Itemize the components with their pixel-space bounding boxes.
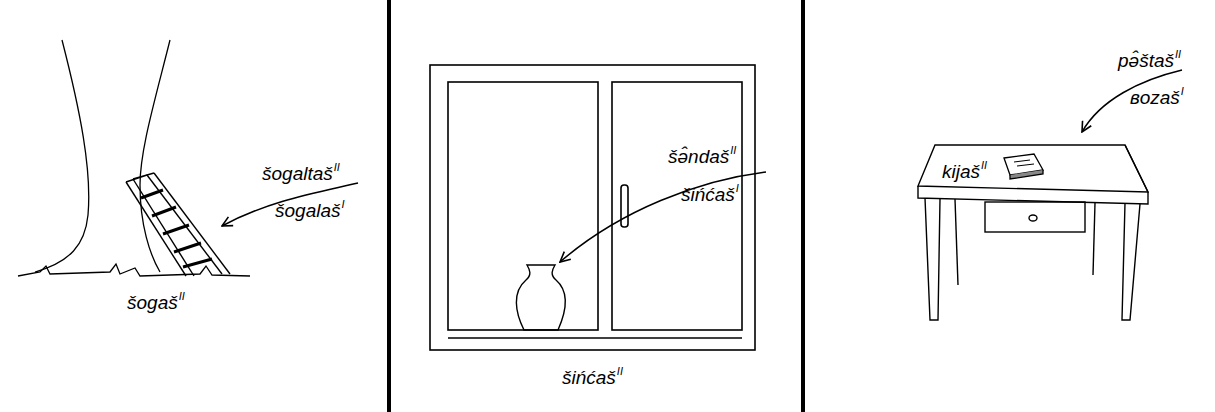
table-leg [925,198,940,320]
window-pane [612,82,742,330]
term-word: kijaš [942,161,980,182]
table-drawing [918,145,1148,320]
class-superscript: II [1175,48,1181,60]
table-leg [1093,203,1095,275]
class-superscript: II [617,365,623,377]
drawer-knob [1029,215,1037,221]
window-frame [430,65,755,350]
window-sill [448,337,742,339]
window-drawing [430,65,755,350]
term-word: šogalaš [275,200,341,221]
panel-divider [801,0,805,412]
term-word: šə̂ndaš [668,146,729,167]
ladder-drawing [126,173,230,276]
term-word: šogaltaš [262,163,333,184]
pointer-arrow [1082,70,1182,132]
term-label: pə̂štašII [1118,50,1181,74]
class-superscript: I [342,198,345,210]
class-superscript: II [981,159,987,171]
class-superscript: II [334,161,340,173]
book [1004,154,1043,179]
book-title [1014,160,1034,166]
term-word: šińćaš [681,184,735,205]
ladder-top [126,173,154,182]
term-label: šińćašII [562,367,623,391]
tree-drawing [18,40,250,276]
tree-trunk [140,40,170,272]
term-label: šə̂ndašII [668,146,736,170]
vase [516,265,565,330]
table-top [918,145,1148,192]
term-label: šogašII [127,292,185,316]
class-superscript: I [1181,85,1184,97]
pointer-arrow [222,183,358,226]
term-word: šińćaš [562,367,616,388]
class-superscript: I [736,182,739,194]
term-label: ʙozašI [1130,87,1184,111]
term-word: šogaš [127,292,178,313]
table-drawer [985,202,1085,232]
term-label: šogalašI [275,200,345,224]
book-pages [1010,170,1043,179]
ladder-rail [154,173,230,274]
term-label: šogaltašII [262,163,340,187]
class-superscript: II [179,290,185,302]
table-leg [1122,203,1140,320]
pointer-arrow [560,172,766,262]
ladder-rung [141,190,212,267]
tree-trunk [35,40,89,272]
panel-divider [387,0,391,412]
term-label: šińćašI [681,184,739,208]
term-word: pə̂štaš [1118,50,1174,71]
window-handle [621,185,628,227]
window-pane [448,82,598,330]
table-edge [1125,145,1148,192]
term-label: kijašII [942,161,987,185]
term-word: ʙozaš [1130,87,1180,108]
class-superscript: II [730,144,736,156]
table-leg [955,199,958,285]
